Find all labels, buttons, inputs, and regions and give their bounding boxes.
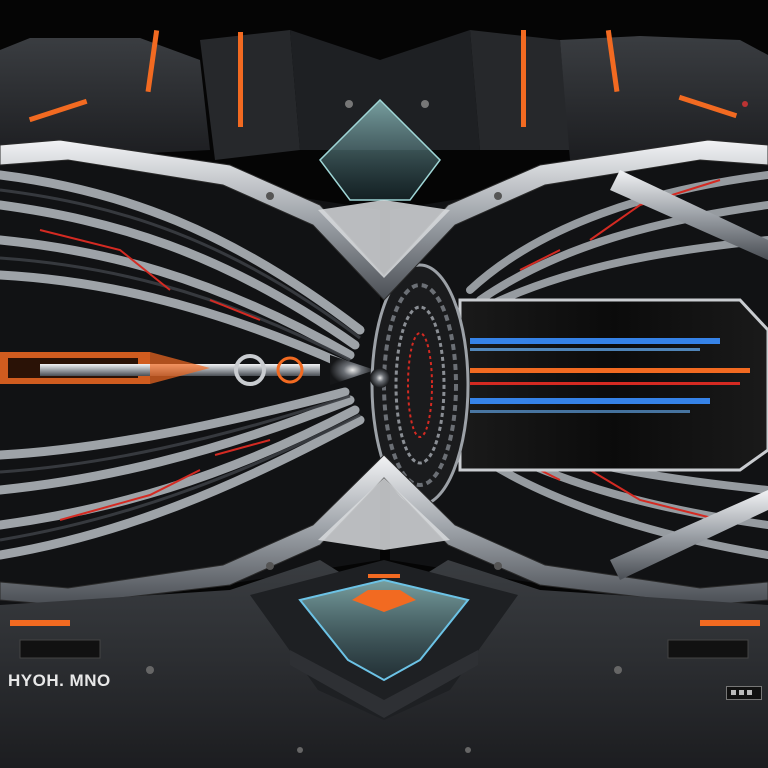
right-chamber: [390, 150, 768, 620]
label-plate-icon: [726, 686, 762, 700]
bottom-housing: [0, 560, 768, 768]
top-housing: [0, 29, 768, 201]
caption-text: HYOH. MNO: [8, 671, 111, 690]
left-chamber: [0, 150, 380, 620]
turbine-core: [370, 263, 470, 507]
chrome-frame: [0, 139, 768, 606]
